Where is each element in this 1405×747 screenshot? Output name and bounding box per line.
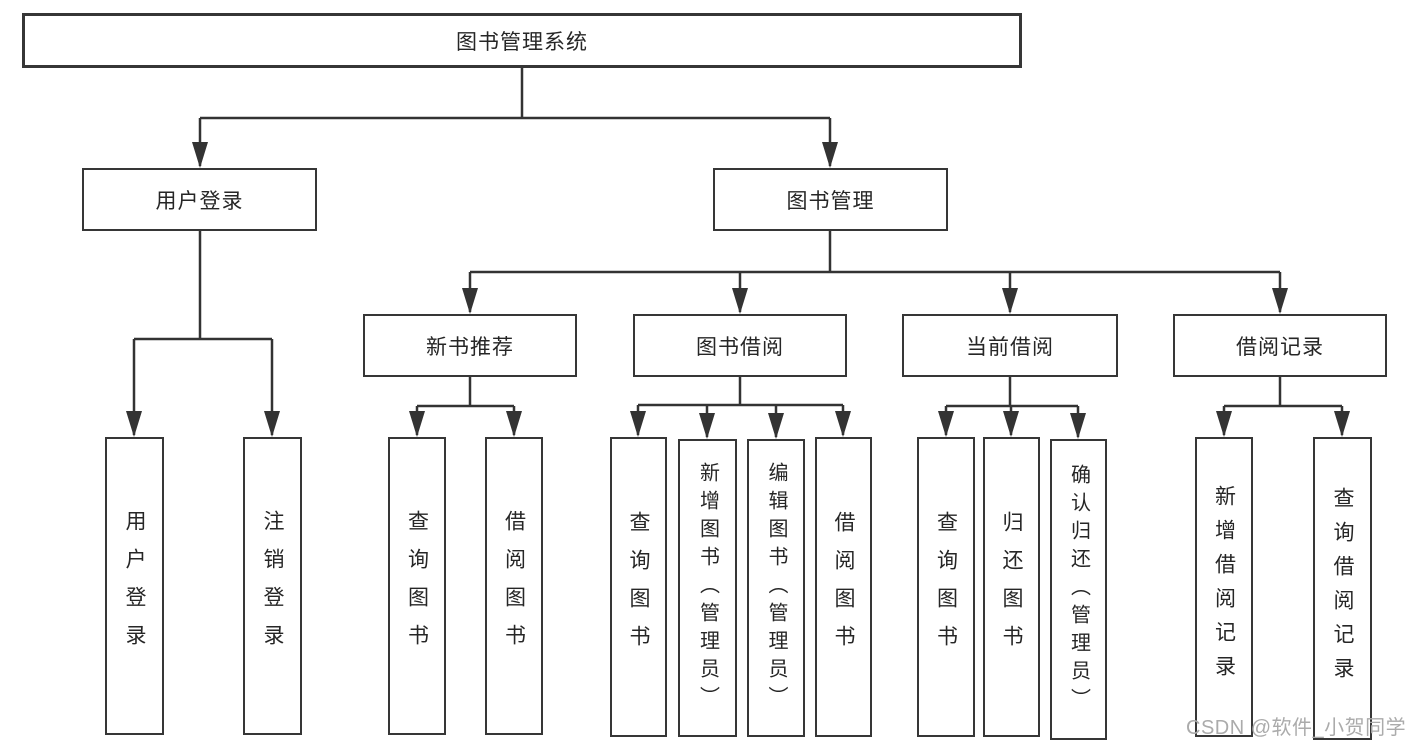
- node-label: 图书管理系统: [456, 30, 588, 54]
- node-book-management: 图书管理: [713, 168, 948, 231]
- node-label: 新书推荐: [426, 335, 514, 359]
- node-label: 当前借阅: [966, 335, 1054, 359]
- leaf-borrow-books: 借阅图书: [815, 437, 872, 737]
- leaf-label: 查询借阅记录: [1331, 486, 1354, 691]
- leaf-label: 确认归还（管理员）: [1067, 463, 1090, 716]
- arrowheads: [126, 142, 1350, 439]
- leaf-label: 编辑图书（管理员）: [765, 462, 787, 714]
- node-label: 图书借阅: [696, 335, 784, 359]
- leaf-query-borrow-record: 查询借阅记录: [1313, 437, 1372, 740]
- leaf-add-borrow-record: 新增借阅记录: [1195, 437, 1253, 737]
- csdn-watermark: CSDN @软件_小贺同学: [1186, 717, 1405, 739]
- leaf-label: 查询图书: [405, 510, 429, 662]
- leaf-return-books: 归还图书: [983, 437, 1040, 737]
- leaf-edit-books-admin: 编辑图书（管理员）: [747, 439, 805, 737]
- leaf-label: 新增借阅记录: [1212, 485, 1236, 689]
- leaf-label: 归还图书: [1000, 511, 1023, 663]
- leaf-label: 查询图书: [934, 511, 958, 663]
- node-label: 借阅记录: [1236, 335, 1324, 359]
- leaf-borrow-books-recommend: 借阅图书: [485, 437, 543, 735]
- node-label: 图书管理: [786, 189, 875, 213]
- node-borrow-records: 借阅记录: [1173, 314, 1387, 377]
- leaf-label: 借阅图书: [502, 510, 526, 662]
- leaf-confirm-return-admin: 确认归还（管理员）: [1050, 439, 1107, 740]
- leaf-query-books-current: 查询图书: [917, 437, 975, 737]
- leaf-query-books-borrow: 查询图书: [610, 437, 667, 737]
- node-book-borrow: 图书借阅: [633, 314, 847, 377]
- leaf-label: 借阅图书: [832, 511, 855, 663]
- leaf-user-login: 用户登录: [105, 437, 164, 735]
- leaf-label: 新增图书（管理员）: [696, 462, 719, 714]
- leaf-label: 用户登录: [123, 510, 146, 662]
- node-new-book-recommend: 新书推荐: [363, 314, 577, 377]
- node-library-management-system: 图书管理系统: [22, 13, 1022, 68]
- leaf-label: 查询图书: [627, 511, 650, 663]
- leaf-logout: 注销登录: [243, 437, 302, 735]
- node-user-login: 用户登录: [82, 168, 317, 231]
- node-label: 用户登录: [155, 189, 244, 213]
- node-current-borrow: 当前借阅: [902, 314, 1118, 377]
- leaf-label: 注销登录: [261, 510, 284, 662]
- leaf-query-books-recommend: 查询图书: [388, 437, 446, 735]
- leaf-add-books-admin: 新增图书（管理员）: [678, 439, 737, 737]
